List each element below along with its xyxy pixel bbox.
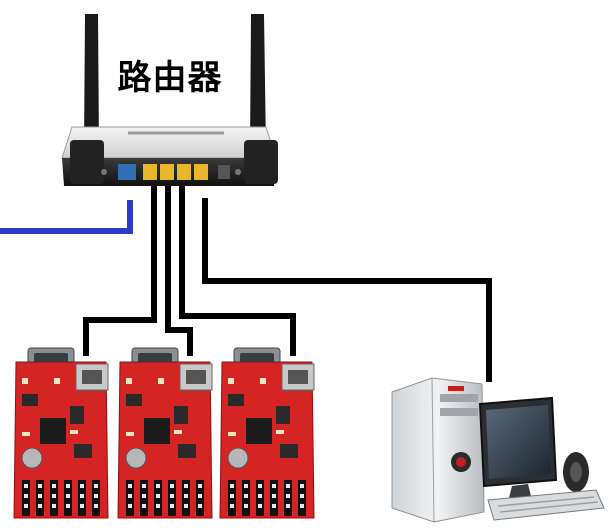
desktop-computer-icon bbox=[391, 377, 605, 523]
led-controller-board-icon bbox=[219, 347, 315, 519]
led-controller-card-3 bbox=[219, 347, 315, 519]
router-wan-port bbox=[118, 164, 136, 180]
cable-to-controller-1 bbox=[83, 186, 157, 356]
led-controller-card-1 bbox=[13, 347, 109, 519]
router-antenna-right bbox=[250, 14, 266, 150]
cable-to-controller-2 bbox=[165, 186, 193, 356]
keyboard-icon bbox=[487, 489, 605, 521]
cable-to-computer bbox=[202, 198, 492, 382]
uplink-cable bbox=[0, 200, 133, 234]
wifi-router-icon bbox=[61, 14, 278, 186]
router-label: 路由器 bbox=[117, 58, 223, 98]
led-controller-board-icon bbox=[13, 347, 109, 519]
cable-to-controller-3 bbox=[179, 186, 296, 356]
led-controller-card-2 bbox=[117, 347, 213, 519]
router-lan-port-1 bbox=[143, 164, 157, 180]
router-lan-port-3 bbox=[177, 164, 191, 180]
router-lan-port-4 bbox=[194, 164, 208, 180]
router-antenna-left bbox=[84, 14, 99, 150]
cables bbox=[0, 186, 492, 382]
router-lan-port-2 bbox=[160, 164, 174, 180]
led-controller-board-icon bbox=[117, 347, 213, 519]
